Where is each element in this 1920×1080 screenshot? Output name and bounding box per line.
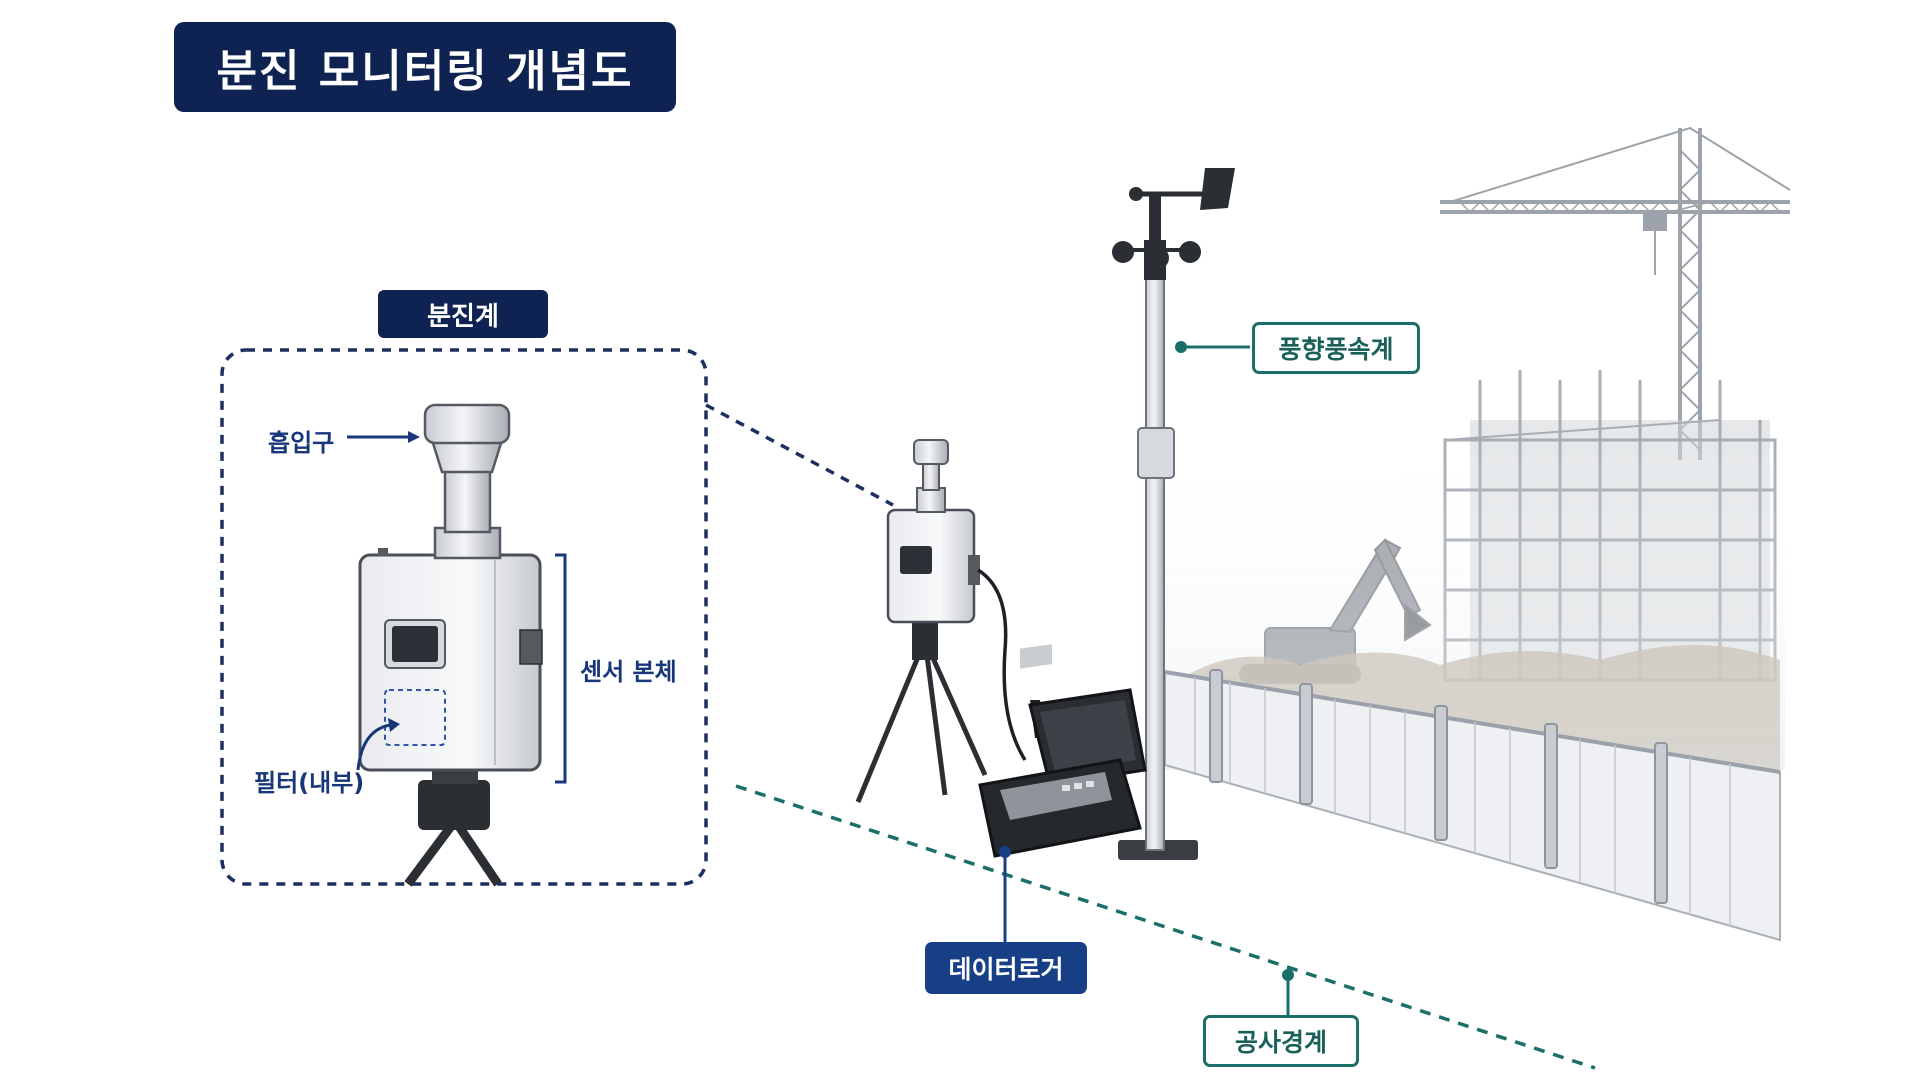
page-title: 분진 모니터링 개념도	[174, 22, 676, 112]
sensor-body-label: 센서 본체	[580, 658, 677, 686]
filter-label: 필터(내부)	[254, 769, 365, 797]
hoarding-fence	[1164, 669, 1781, 942]
construction-site	[1160, 126, 1791, 770]
dust-meter-detail	[358, 403, 543, 887]
sensor-body-bracket	[555, 553, 567, 784]
intake-label: 흡입구	[268, 429, 335, 457]
anemometer-pole	[1112, 168, 1235, 860]
data-logger-leader	[999, 846, 1011, 942]
anemometer-label: 풍향풍속계	[1252, 322, 1420, 374]
boundary-leader	[1282, 969, 1294, 1015]
dust-meter-label: 분진계	[378, 290, 548, 338]
inset-connector-line	[705, 403, 894, 507]
boundary-label: 공사경계	[1203, 1015, 1359, 1067]
anemometer-leader	[1175, 341, 1250, 353]
data-logger-case	[978, 644, 1147, 858]
detail-inset-frame	[220, 348, 708, 886]
tower-crane	[1440, 126, 1791, 460]
intake-arrow	[347, 431, 420, 443]
boundary-line	[735, 784, 1596, 1070]
data-logger-label: 데이터로거	[925, 942, 1087, 994]
dust-meter-field-unit	[855, 439, 1027, 803]
filter-arrow	[356, 718, 400, 771]
